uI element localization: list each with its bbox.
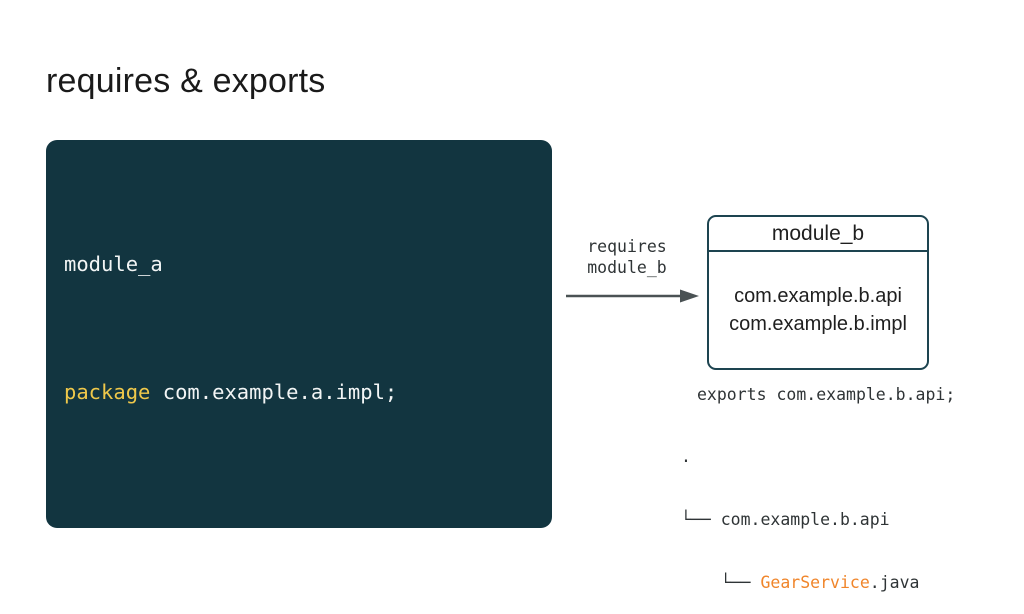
- file-tree-java-file: └── GearService.java: [681, 572, 920, 593]
- module-b-box: module_b com.example.b.api com.example.b…: [707, 215, 929, 370]
- file-tree-package-dir: └── com.example.b.api: [681, 510, 890, 529]
- code-line-module-declaration: module_a: [64, 248, 552, 280]
- code-line-package: package com.example.a.impl;: [64, 376, 552, 408]
- module-b-package-list: com.example.b.api com.example.b.impl: [709, 252, 927, 338]
- module-b-package-api: com.example.b.api: [734, 285, 902, 307]
- requires-label-line-2: module_b: [587, 258, 667, 277]
- exports-statement: exports com.example.b.api;: [697, 385, 956, 404]
- module-b-title: module_b: [709, 217, 927, 252]
- arrow-right-icon: [566, 289, 699, 303]
- file-tree-root: .: [681, 447, 691, 466]
- code-line-blank-1: [64, 504, 552, 528]
- requires-arrow-group: requires module_b: [566, 236, 711, 306]
- code-token-package-name: com.example.a.impl;: [150, 380, 398, 404]
- module-b-package-impl: com.example.b.impl: [729, 313, 907, 335]
- code-block-module-a: module_a package com.example.a.impl; imp…: [46, 140, 552, 528]
- code-token-module-name: module_a: [64, 252, 163, 276]
- file-tree: . └── com.example.b.api └── GearService.…: [681, 404, 919, 614]
- code-token-package-keyword: package: [64, 380, 151, 404]
- requires-label-line-1: requires: [587, 237, 667, 256]
- page-title: requires & exports: [46, 62, 326, 100]
- code-content: module_a package com.example.a.impl; imp…: [64, 152, 552, 528]
- requires-arrow-label: requires module_b: [566, 236, 688, 278]
